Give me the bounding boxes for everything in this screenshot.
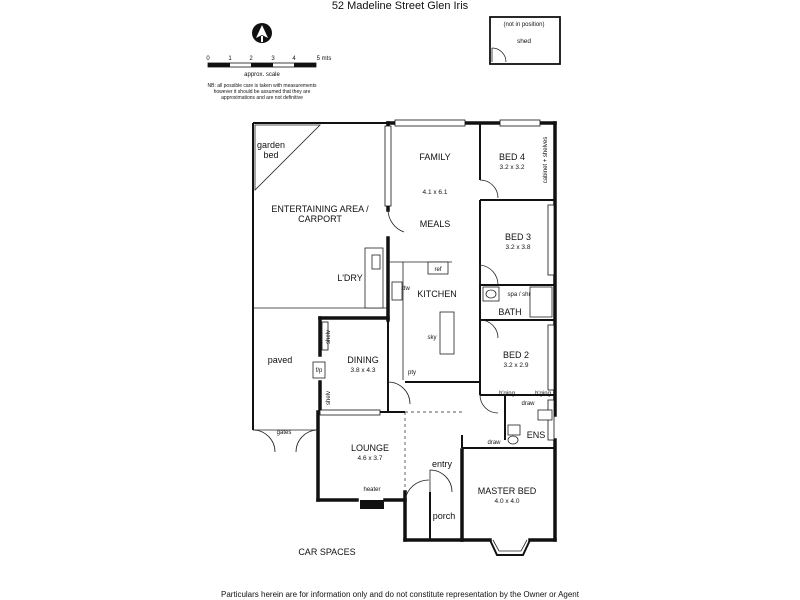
scale-tick-3: 3	[271, 56, 275, 62]
skylight-label: sky	[428, 335, 437, 341]
dishwasher-label: dw	[402, 286, 410, 292]
scale-tick-4: 4	[292, 56, 296, 62]
entry-label: entry	[432, 459, 453, 469]
entertaining-label-2: CARPORT	[298, 214, 342, 224]
scale-tick-2: 2	[249, 56, 253, 62]
scale-bar	[207, 62, 317, 68]
bed3-label: BED 3	[505, 232, 531, 242]
fixtures	[312, 247, 553, 509]
laundry-label: L'DRY	[337, 273, 363, 283]
shed-note: (not in position)	[503, 22, 544, 28]
shed-label: shed	[517, 38, 531, 45]
scale-tick-1: 1	[228, 56, 232, 62]
fireplace-label: f/p	[316, 368, 323, 374]
gates	[252, 429, 319, 453]
bed2-label: BED 2	[503, 350, 529, 360]
door-swings	[387, 179, 499, 501]
scale-note-line-3: approximations and are not definitive	[221, 95, 303, 101]
master-bed-label: MASTER BED	[478, 486, 537, 496]
scale-label: approx. scale	[244, 72, 280, 78]
car-spaces-label: CAR SPACES	[298, 547, 355, 557]
hanging-label-ens: h'ging	[535, 391, 551, 397]
entertaining-label-1: ENTERTAINING AREA /	[271, 204, 369, 214]
family-label: FAMILY	[419, 152, 450, 162]
garden-bed-label-2: bed	[263, 150, 278, 160]
cabinet-label: cabinet + shelves	[543, 137, 549, 184]
meals-label: MEALS	[420, 219, 451, 229]
drawers-label-upper: draw	[521, 401, 535, 407]
plan-title: 52 Madeline Street Glen Iris	[331, 0, 469, 12]
lounge-dims: 4.6 x 3.7	[358, 455, 383, 462]
master-bed-dims: 4.0 x 4.0	[495, 498, 520, 505]
paved-label: paved	[268, 355, 293, 365]
bed4-dims: 3.2 x 3.2	[500, 164, 525, 171]
ensuite-label: ENS	[527, 430, 546, 440]
family-dims: 4.1 x 6.1	[423, 189, 448, 196]
ref-label: ref	[434, 267, 441, 273]
bed3-dims: 3.2 x 3.8	[506, 244, 531, 251]
shed-outline	[489, 16, 561, 65]
gates-label: gates	[277, 430, 292, 436]
garden-bed-label-1: garden	[257, 140, 285, 150]
hanging-label-bed2: h'ging	[499, 391, 515, 397]
bath-label: BATH	[498, 307, 521, 317]
porch-label: porch	[433, 511, 456, 521]
kitchen-label: KITCHEN	[417, 289, 457, 299]
shelves-label-lower: shelv	[326, 391, 332, 405]
spa-label: spa / shr	[507, 292, 530, 298]
north-compass-icon	[252, 23, 272, 43]
disclaimer: Particulars herein are for information o…	[221, 590, 579, 599]
lounge-label: LOUNGE	[351, 443, 389, 453]
drawers-label-lower: draw	[487, 440, 501, 446]
bed4-label: BED 4	[499, 152, 525, 162]
scale-tick-5: 5 mts	[317, 56, 332, 62]
scale-note-line-2: however it should be assumed that they a…	[214, 89, 311, 95]
pantry-label: pty	[408, 370, 416, 376]
bed2-dims: 3.2 x 2.9	[504, 362, 529, 369]
scale-tick-0: 0	[206, 56, 210, 62]
heater-label: heater	[363, 487, 380, 493]
dining-dims: 3.8 x 4.3	[351, 367, 376, 374]
scale-note-line-1: NB: all possible care is taken with meas…	[208, 83, 317, 89]
dining-label: DINING	[347, 355, 379, 365]
shelves-label-upper: shelv	[326, 330, 332, 344]
